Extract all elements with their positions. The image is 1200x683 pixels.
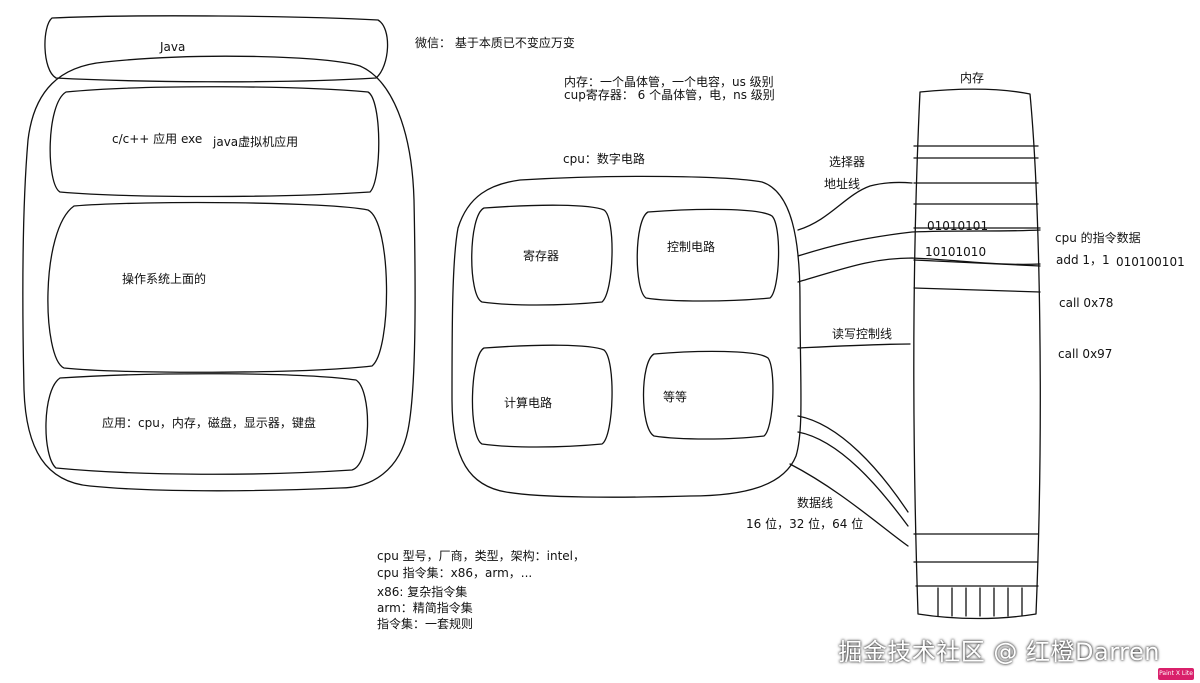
paint-app-badge: Paint X Lite <box>1158 668 1194 680</box>
java-label: Java <box>159 40 185 54</box>
memory-column <box>913 88 1041 620</box>
etc-box <box>642 350 774 440</box>
instr-note-2: cpu 指令集：x86，arm，... <box>377 565 532 580</box>
selector-label: 选择器 <box>829 155 865 169</box>
wechat-note: 微信： 基于本质已不变应万变 <box>415 35 575 50</box>
memory-title: 内存 <box>960 71 984 85</box>
app-box <box>49 86 380 198</box>
add-instruction: add 1，1 <box>1056 253 1110 267</box>
add-bits: 010100101 <box>1116 255 1185 269</box>
c-app-label: c/c++ 应用 exe <box>112 131 202 146</box>
java-box <box>44 15 389 83</box>
compute-label: 计算电路 <box>504 395 552 410</box>
call-instruction-1: call 0x78 <box>1059 296 1113 310</box>
register-box <box>471 204 613 306</box>
cpu-box <box>451 175 802 498</box>
register-label: 寄存器 <box>523 248 559 263</box>
os-label: 操作系统上面的 <box>122 271 206 286</box>
os-box <box>47 201 388 373</box>
instr-note-4: arm：精简指令集 <box>377 600 473 615</box>
data-line-label: 数据线 <box>797 495 833 510</box>
jvm-app-label: java虚拟机应用 <box>212 134 298 149</box>
control-box <box>636 208 780 302</box>
bit-width-label: 16 位，32 位，64 位 <box>746 516 863 531</box>
instr-note-3: x86: 复杂指令集 <box>377 584 467 599</box>
hardware-label: 应用：cpu，内存，磁盘，显示器，键盘 <box>102 415 316 430</box>
outer-capsule <box>22 55 416 492</box>
memory-bits-1: 01010101 <box>927 219 988 233</box>
hardware-box <box>45 373 369 475</box>
rw-control-label: 读写控制线 <box>832 327 892 341</box>
cpu-title: cpu：数字电路 <box>563 151 645 166</box>
control-label: 控制电路 <box>667 239 715 254</box>
etc-label: 等等 <box>663 390 687 404</box>
instr-note-5: 指令集：一套规则 <box>377 616 473 631</box>
address-line-label: 地址线 <box>824 177 860 191</box>
memory-speed-note: 内存：一个晶体管，一个电容，us 级别 <box>564 74 774 89</box>
compute-box <box>471 344 613 448</box>
instr-data-label: cpu 的指令数据 <box>1055 230 1141 245</box>
watermark: 掘金技术社区 @ 红橙Darren <box>838 638 1160 666</box>
register-speed-note: cup寄存器： 6 个晶体管，电，ns 级别 <box>564 87 775 102</box>
call-instruction-2: call 0x97 <box>1058 347 1112 361</box>
instr-note-1: cpu 型号，厂商，类型，架构：intel， <box>377 548 585 563</box>
memory-bits-2: 10101010 <box>925 245 986 259</box>
